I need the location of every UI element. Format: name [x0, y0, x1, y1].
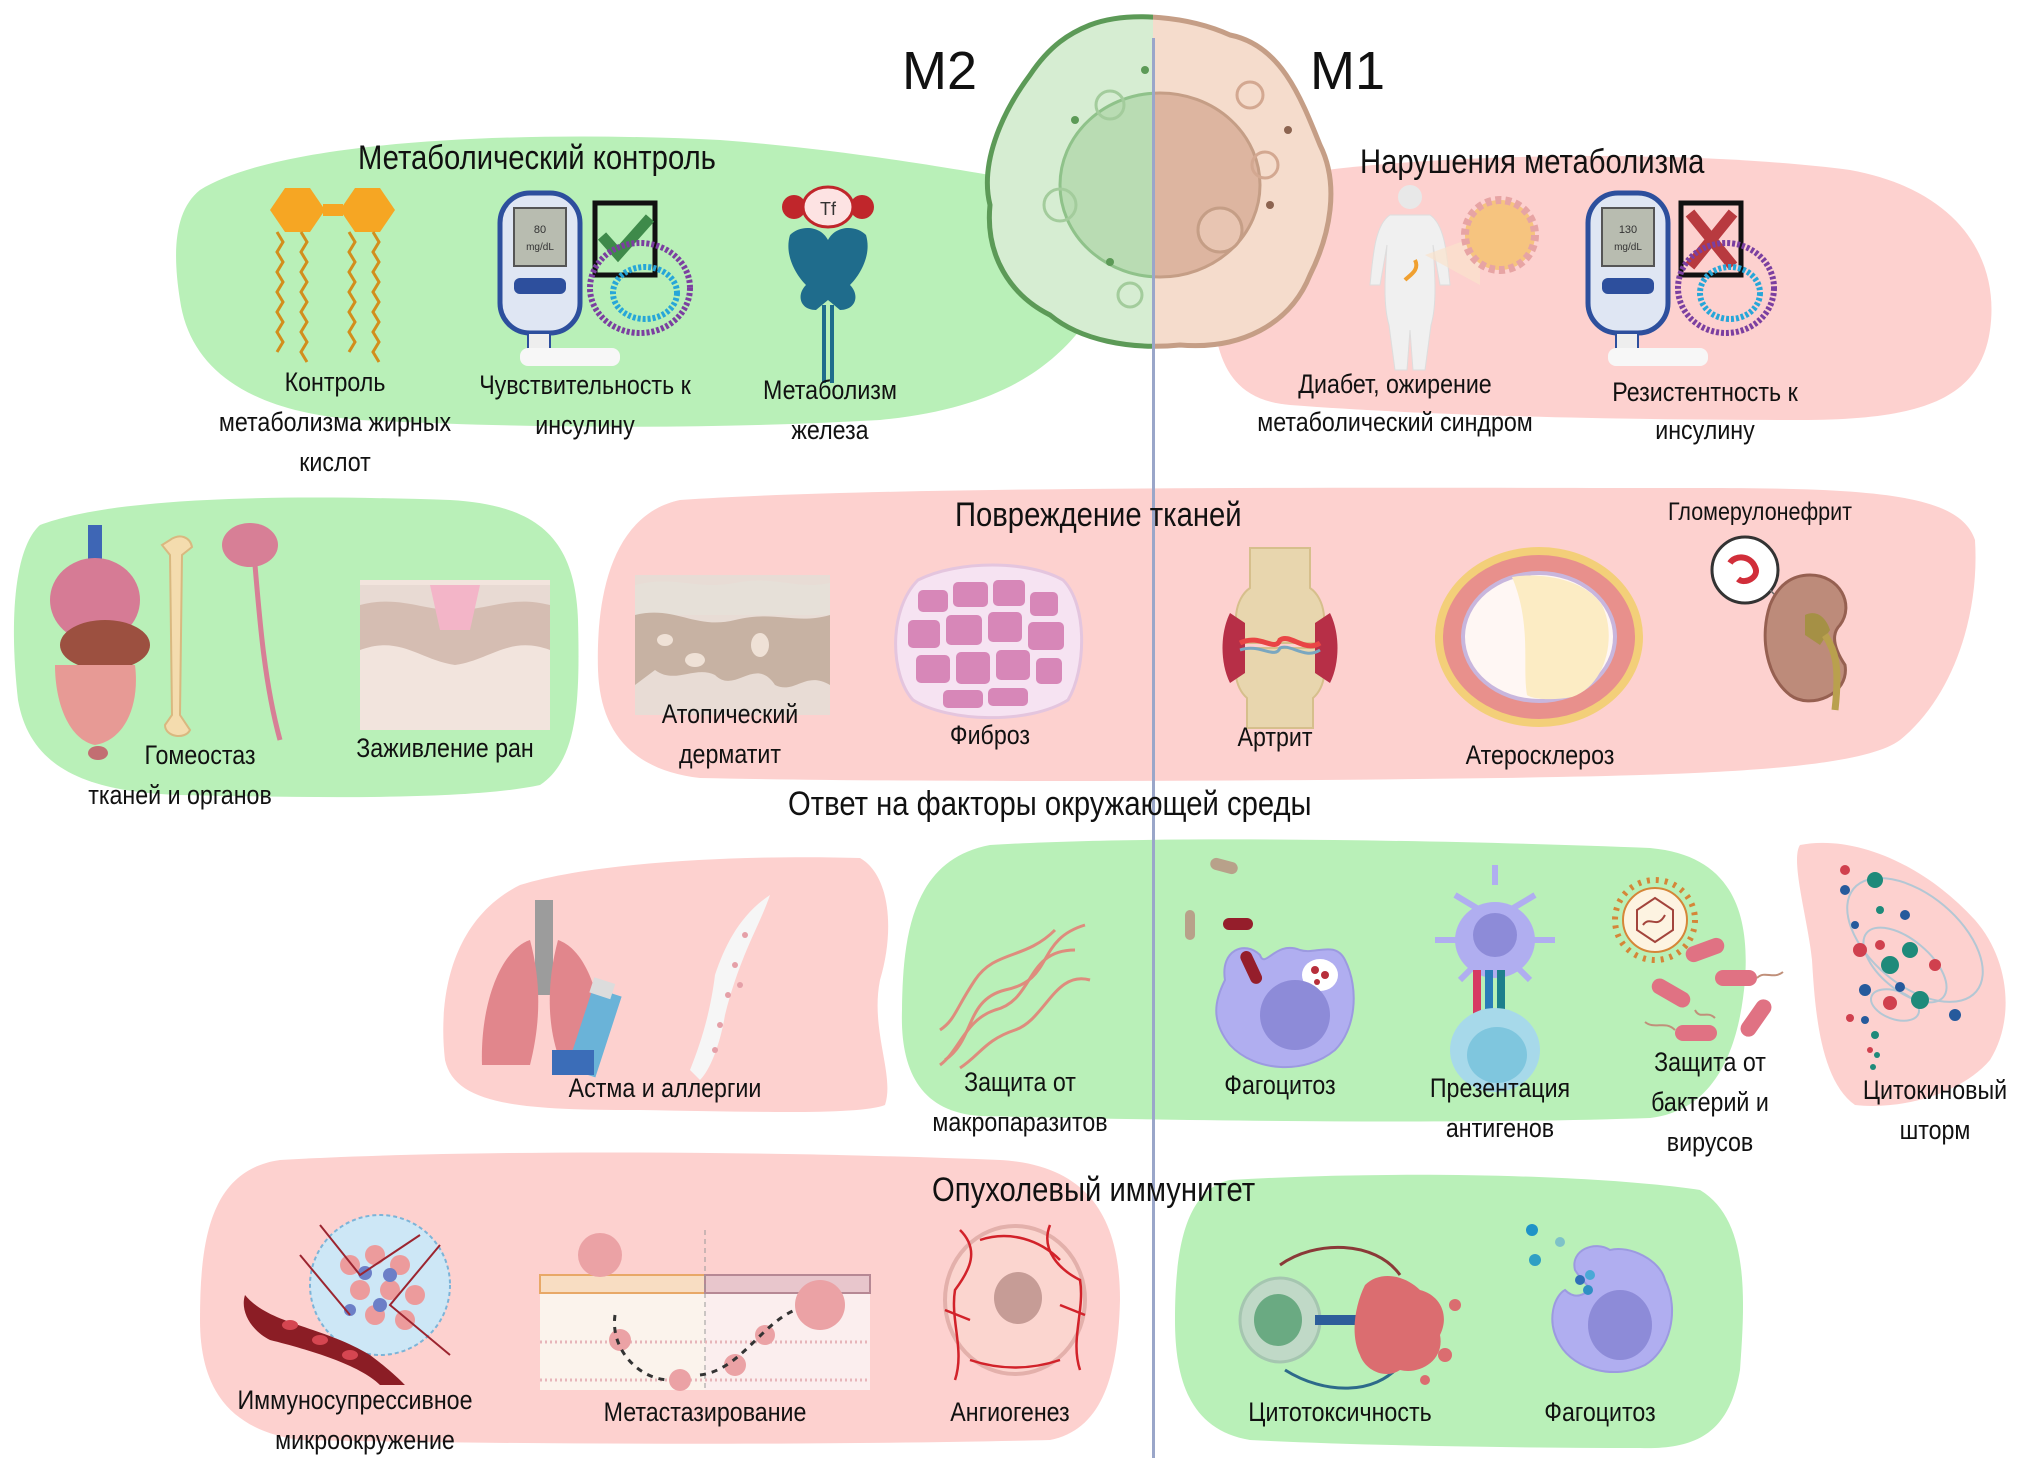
fatty-acid-icon [270, 188, 395, 363]
label-bacteria-viruses-line3: вирусов [1666, 1127, 1754, 1157]
label-macroparasites-line1: Защита от [964, 1067, 1076, 1097]
knee-joint-icon [1222, 547, 1338, 729]
label-fibrosis: Фиброз [949, 720, 1031, 750]
transferrin-receptor-icon: Tf [782, 185, 874, 383]
phagocyte-particles-icon [1526, 1224, 1673, 1373]
transferrin-badge: Tf [820, 199, 837, 219]
kidney-icon [1710, 535, 1848, 711]
macrophage-m2-m1-icon [984, 14, 1334, 349]
label-fatty-acid-line1: Контроль [284, 367, 386, 397]
label-atherosclerosis: Атеросклероз [1465, 740, 1615, 770]
label-glomerulonephritis: Гломерулонефрит [1667, 498, 1852, 526]
metastasis-icon [539, 1230, 871, 1391]
label-iron-metabolism-line2: железа [791, 415, 869, 445]
angiogenesis-tumor-icon [943, 1224, 1087, 1381]
section-title-environment: Ответ на факторы окружающей среды [788, 785, 1312, 823]
wound-skin-icon [360, 580, 550, 730]
label-immunosuppressive-line2: микроокружение [275, 1425, 455, 1455]
m1-heading: M1 [1310, 41, 1386, 101]
label-macroparasites-line2: макропаразитов [932, 1107, 1108, 1137]
m2-heading: M2 [902, 41, 978, 101]
label-fatty-acid-line2: метаболизма жирных [218, 407, 452, 437]
section-title-metabolic-control: Метаболический контроль [358, 139, 716, 177]
glucometer-cross-icon: 130 mg/dL [1585, 190, 1777, 366]
meter-value: 130 [1619, 224, 1637, 236]
artery-plaque-icon [1435, 547, 1643, 727]
label-insulin-sensitivity-line1: Чувствительность к [479, 370, 691, 400]
cytokine-storm-icon [1840, 865, 1984, 1070]
label-bacteria-viruses-line2: бактерий и [1651, 1087, 1769, 1117]
cytotoxic-cell-icon [1238, 1245, 1461, 1390]
label-tissue-homeostasis-line1: Гомеостаз [144, 740, 256, 770]
label-immunosuppressive-line1: Иммуносупрессивное [237, 1385, 473, 1415]
tumor-vessel-icon [243, 1214, 451, 1385]
section-title-tissue-damage: Повреждение тканей [955, 496, 1242, 534]
section-title-tumor-immunity: Опухолевый иммунитет [932, 1171, 1256, 1209]
meter-value: 80 [534, 224, 546, 236]
label-wound-healing: Заживление ран [356, 733, 534, 763]
phagocyte-bacteria-icon [1185, 857, 1355, 1068]
label-atopic-dermatitis-line1: Атопический [661, 699, 799, 729]
label-iron-metabolism-line1: Метаболизм [763, 375, 897, 405]
label-cytokine-storm-line2: шторм [1899, 1115, 1971, 1145]
glucometer-check-icon: 80 mg/dL [497, 190, 693, 366]
worms-icon [939, 923, 1091, 1070]
label-phagocytosis-tumor: Фагоцитоз [1544, 1397, 1656, 1427]
obese-body-icon [1369, 185, 1539, 371]
label-insulin-resistance-line1: Резистентность к [1612, 377, 1798, 407]
label-phagocytosis-env: Фагоцитоз [1224, 1070, 1336, 1100]
label-bacteria-viruses-line1: Защита от [1654, 1047, 1766, 1077]
label-diabetes-line1: Диабет, ожирение [1298, 369, 1492, 399]
label-angiogenesis: Ангиогенез [950, 1397, 1070, 1427]
label-insulin-sensitivity-line2: инсулину [535, 410, 635, 440]
label-atopic-dermatitis-line2: дерматит [679, 739, 781, 769]
meter-unit: mg/dL [1614, 242, 1642, 253]
label-cytotoxicity: Цитотоксичность [1248, 1397, 1432, 1427]
label-tissue-homeostasis-line2: тканей и органов [88, 780, 272, 810]
label-diabetes-line2: метаболический синдром [1257, 407, 1533, 437]
label-insulin-resistance-line2: инсулину [1655, 415, 1755, 445]
m2-m1-divider [1152, 38, 1155, 1458]
label-fatty-acid-line3: кислот [299, 447, 371, 477]
skin-layer-icon [635, 575, 830, 715]
label-asthma-allergy: Астма и аллергии [568, 1073, 762, 1103]
label-antigen-presentation-line2: антигенов [1445, 1113, 1555, 1143]
meter-unit: mg/dL [526, 242, 554, 253]
label-cytokine-storm-line1: Цитокиновый [1862, 1075, 2008, 1105]
virus-bacteria-icon [1612, 877, 1784, 1041]
label-antigen-presentation-line1: Презентация [1429, 1073, 1571, 1103]
antigen-presentation-icon [1435, 865, 1555, 1092]
section-title-metabolic-disorders: Нарушения метаболизма [1360, 143, 1705, 181]
organs-icon [50, 523, 283, 760]
label-arthritis: Артрит [1237, 722, 1313, 752]
label-metastasis: Метастазирование [603, 1397, 807, 1427]
lungs-inhaler-icon [481, 895, 770, 1080]
fibrosis-tissue-icon [894, 563, 1084, 720]
